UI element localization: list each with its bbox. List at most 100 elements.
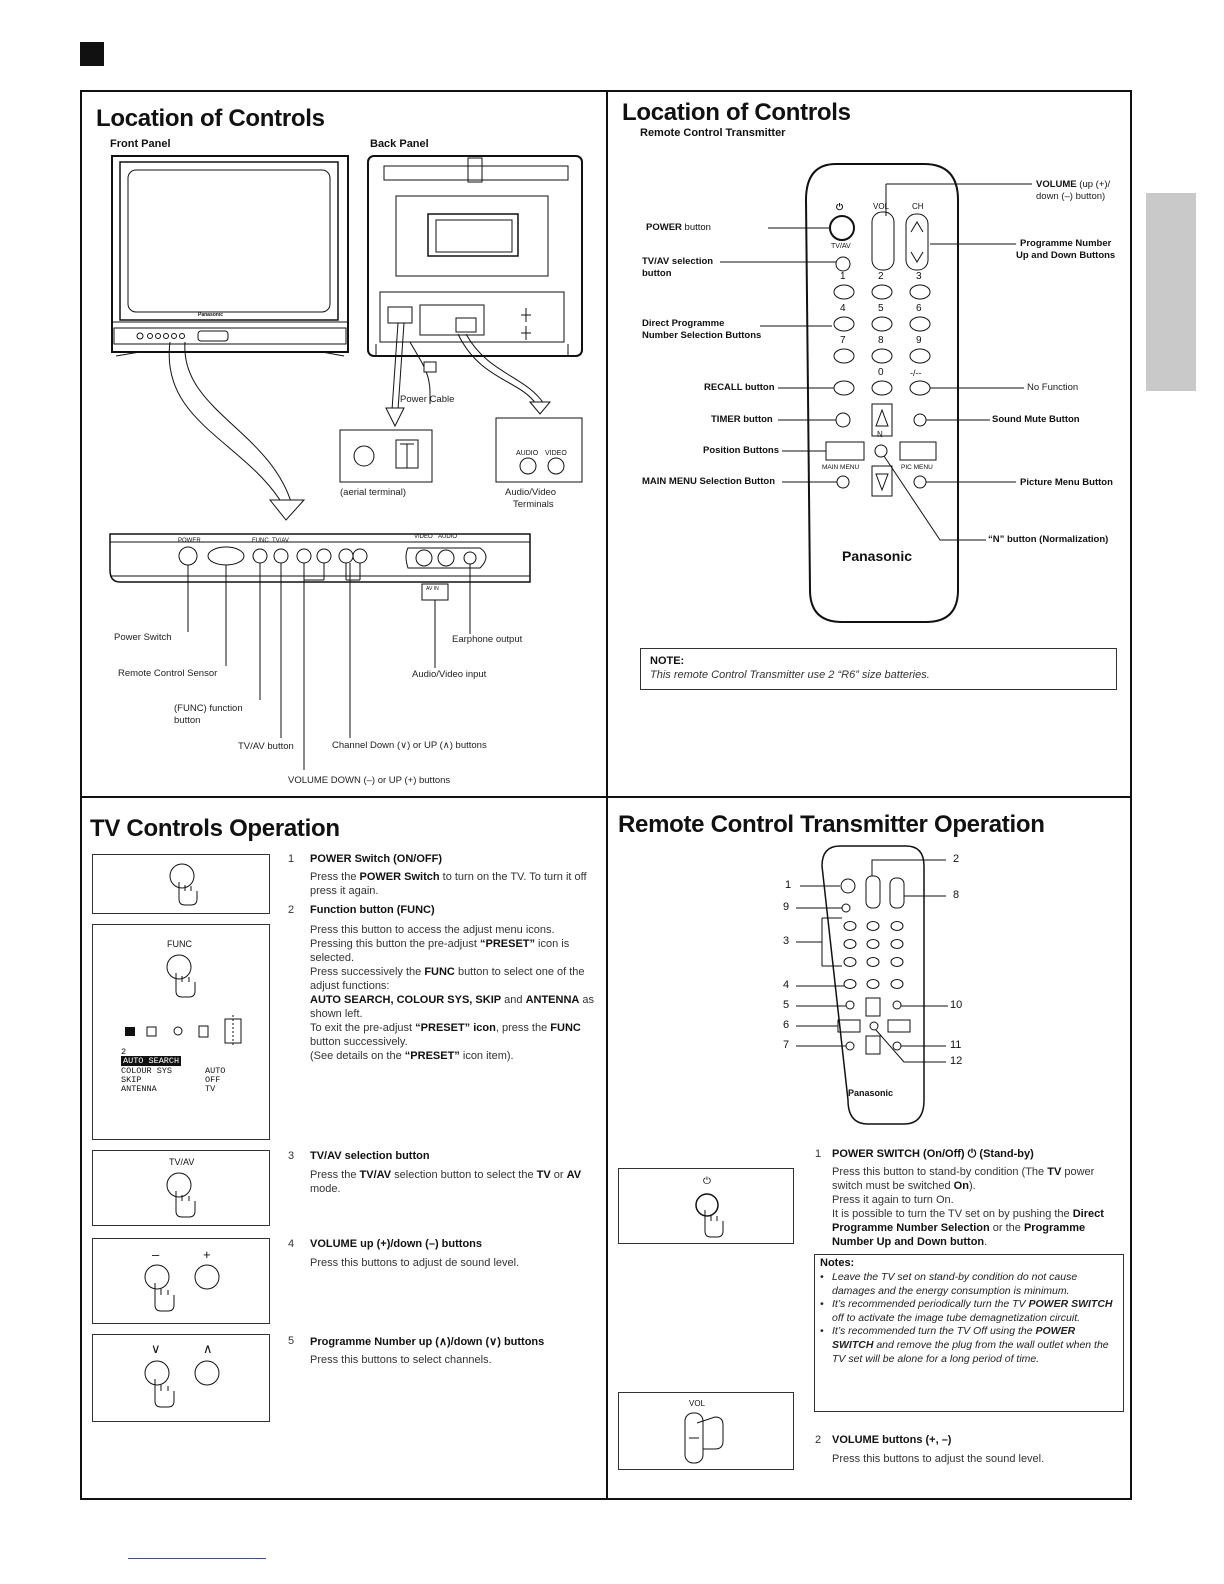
- callout-power-switch: Power Switch: [114, 632, 172, 643]
- remote-step-1-text: Press this button to stand-by condition …: [832, 1166, 1104, 1248]
- remote-callout-8: 8: [953, 889, 960, 901]
- note-text: This remote Control Transmitter use 2 “R…: [650, 669, 930, 681]
- section-title-location-remote: Location of Controls: [622, 99, 851, 126]
- strip-avin-label: AV IN: [426, 586, 439, 592]
- step-1-title: POWER Switch (ON/OFF): [310, 853, 442, 865]
- remote-digit-3: 3: [916, 271, 922, 282]
- section-marker: [80, 42, 104, 66]
- step-1-text: Press the POWER Switch to turn on the TV…: [310, 871, 587, 897]
- callout-mute: Sound Mute Button: [992, 414, 1080, 425]
- av-terminals-label-2: Terminals: [513, 499, 554, 510]
- callout-tvav-remote-1: TV/AV selection: [642, 256, 714, 267]
- figure-volume: – +: [92, 1238, 270, 1324]
- remote-digit-8: 8: [878, 335, 884, 346]
- svg-text:⏻: ⏻: [703, 1176, 711, 1187]
- osd-value-auto: AUTO: [205, 1066, 226, 1076]
- fig-vol-label: VOL: [689, 1399, 706, 1408]
- step-2-title: Function button (FUNC): [310, 904, 435, 916]
- remote-callout-6: 6: [783, 1019, 790, 1031]
- strip-video-label: VIDEO: [414, 534, 433, 540]
- remote-digit-dash: -/--: [910, 368, 922, 378]
- callout-prog-1: Programme Number: [1020, 238, 1112, 249]
- av-terminals-label-1: Audio/Video: [505, 487, 557, 498]
- power-cable-label: Power Cable: [400, 394, 455, 405]
- remote-callout-11: 11: [950, 1039, 962, 1051]
- callout-tvav: TV/AV button: [238, 741, 294, 752]
- tv-back-illustration: [339, 155, 583, 483]
- remote-brand: Panasonic: [842, 548, 913, 564]
- strip-func-label: FUNC: [252, 538, 269, 544]
- notes-list: •Leave the TV set on stand-by condition …: [820, 1271, 1118, 1366]
- remote-digit-6: 6: [916, 303, 922, 314]
- remote-digit-7: 7: [840, 335, 846, 346]
- callout-pic-menu: Picture Menu Button: [1020, 477, 1113, 488]
- remote-digit-5: 5: [878, 303, 884, 314]
- callout-channel: Channel Down (∨) or UP (∧) buttons: [332, 740, 487, 751]
- step-5-num: 5: [288, 1335, 295, 1347]
- remote-callout-3: 3: [783, 935, 790, 947]
- callout-prog-2: Up and Down Buttons: [1016, 250, 1116, 261]
- strip-power-label: POWER: [178, 538, 201, 544]
- note-box: [640, 648, 1117, 690]
- osd-value-off: OFF: [205, 1075, 221, 1085]
- video-label: VIDEO: [545, 450, 567, 457]
- notes-title: Notes:: [820, 1257, 855, 1269]
- callout-power-remote: POWER button: [646, 222, 711, 233]
- remote-subtitle: Remote Control Transmitter: [640, 127, 786, 139]
- remote-callout-1: 1: [785, 879, 792, 891]
- callout-earphone: Earphone output: [452, 634, 523, 645]
- strip-audio-label: AUDIO: [438, 534, 458, 540]
- footer-link-line: [128, 1558, 266, 1559]
- figure-power-switch: [92, 854, 270, 914]
- remote-tvav-label: TV/AV: [831, 243, 851, 250]
- remote-digit-0: 0: [878, 367, 884, 378]
- remote-digit-4: 4: [840, 303, 846, 314]
- osd-num: 2: [121, 1047, 127, 1057]
- callout-volume: VOLUME DOWN (–) or UP (+) buttons: [288, 775, 451, 786]
- step-2-num: 2: [288, 904, 295, 916]
- note-item: •It’s recommended turn the TV Off using …: [820, 1325, 1109, 1365]
- step-3-title: TV/AV selection button: [310, 1150, 430, 1162]
- remote-callout-12: 12: [950, 1055, 963, 1067]
- remote-callout-7: 7: [783, 1039, 790, 1051]
- fig-up: ∧: [203, 1341, 213, 1356]
- remote-callout-4: 4: [783, 979, 790, 991]
- callout-remote-sensor: Remote Control Sensor: [118, 668, 218, 679]
- osd-item-skip: SKIP: [121, 1075, 142, 1085]
- remote-step-2-num: 2: [815, 1434, 822, 1446]
- callout-n-button: “N” button (Normalization): [988, 534, 1109, 545]
- step-5-text: Press this buttons to select channels.: [310, 1354, 492, 1366]
- audio-label: AUDIO: [516, 450, 539, 457]
- fig-minus: –: [152, 1247, 160, 1262]
- callout-recall: RECALL button: [704, 382, 775, 393]
- strip-tvav-label: TV/AV: [272, 538, 289, 544]
- callout-func-1: (FUNC) function: [174, 703, 243, 714]
- callout-volume-remote: VOLUME (up (+)/: [1036, 179, 1111, 190]
- remote-callout-9: 9: [783, 901, 790, 913]
- remote-ch-label: CH: [912, 202, 924, 211]
- front-panel-label: Front Panel: [110, 138, 171, 150]
- callout-direct-2: Number Selection Buttons: [642, 330, 762, 341]
- tv-front-brand: Panasonic: [198, 312, 224, 318]
- step-5-title: Programme Number up (∧)/down (∨) buttons: [310, 1336, 545, 1348]
- remote-digit-1: 1: [840, 271, 846, 282]
- osd-value-tv: TV: [205, 1084, 216, 1094]
- callout-main-menu: MAIN MENU Selection Button: [642, 476, 775, 487]
- page-edge-tab: [1146, 193, 1196, 391]
- step-3-num: 3: [288, 1150, 295, 1162]
- step-4-title: VOLUME up (+)/down (–) buttons: [310, 1238, 483, 1250]
- osd-item-antenna: ANTENNA: [121, 1084, 157, 1094]
- callout-tvav-remote-2: button: [642, 268, 672, 279]
- remote-power-symbol: ⏻: [836, 202, 844, 212]
- callout-no-function: No Function: [1027, 382, 1079, 393]
- divider-vertical: [606, 90, 608, 1500]
- fig-func-label: FUNC: [167, 939, 192, 949]
- step-1-num: 1: [288, 853, 295, 865]
- remote-main-menu-label: MAIN MENU: [822, 464, 860, 471]
- callout-timer: TIMER button: [711, 414, 773, 425]
- remote-callout-2: 2: [953, 853, 960, 865]
- callout-position: Position Buttons: [703, 445, 779, 456]
- remote-n-label: N: [877, 430, 883, 439]
- osd-item-auto-search: AUTO SEARCH: [121, 1056, 182, 1066]
- note-title: NOTE:: [650, 655, 685, 667]
